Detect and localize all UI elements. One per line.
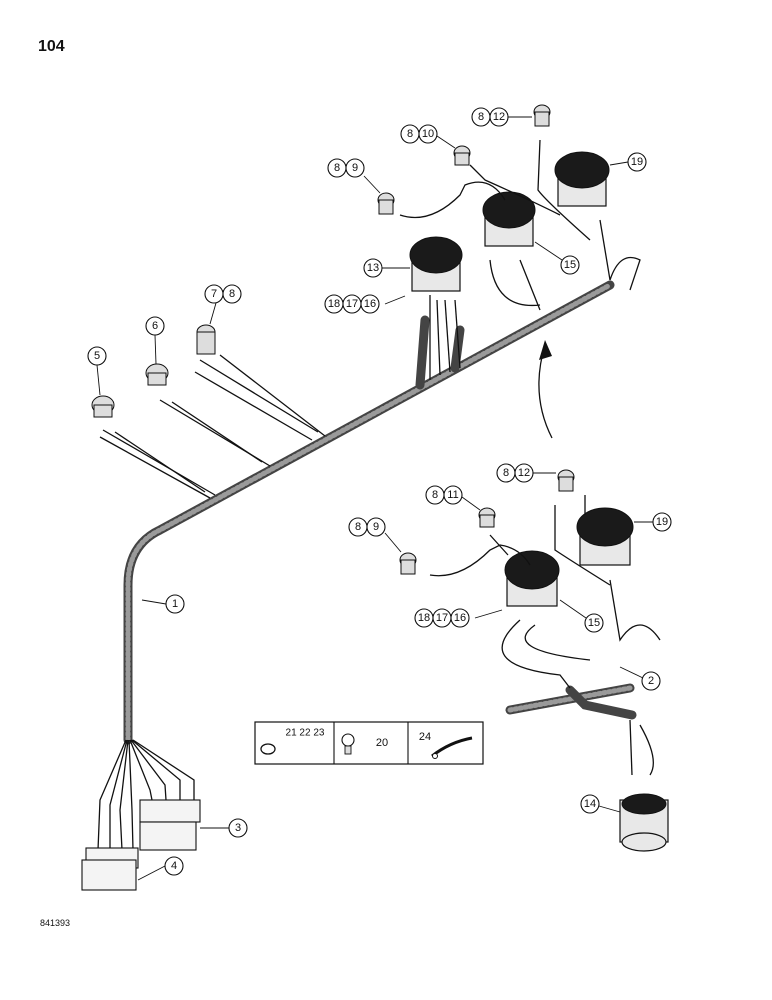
callout-19-upper: 19	[609, 152, 647, 172]
switch-7-8	[194, 324, 326, 441]
svg-text:12: 12	[518, 467, 530, 479]
callout-15-lower: 15	[559, 599, 604, 633]
svg-text:13: 13	[367, 262, 379, 274]
svg-text:11: 11	[447, 489, 458, 501]
callout-13: 13	[363, 258, 410, 278]
svg-text:9: 9	[352, 162, 358, 174]
svg-text:10: 10	[422, 128, 434, 140]
svg-text:8: 8	[478, 111, 484, 123]
callout-8-12-lower: 8 12	[496, 463, 556, 483]
callout-2: 2	[619, 666, 661, 691]
legend-cell2-label: 20	[376, 737, 388, 749]
washer-icon	[260, 743, 276, 755]
svg-text:7: 7	[211, 288, 217, 300]
svg-text:8: 8	[334, 162, 340, 174]
tail-wires	[97, 739, 195, 851]
callout-18-17-16-lower: 18 17 16	[414, 608, 503, 628]
callout-8-11: 8 11	[425, 485, 481, 511]
callout-18-17-16-upper: 18 17 16	[324, 294, 406, 314]
svg-text:16: 16	[454, 612, 466, 624]
svg-text:16: 16	[364, 298, 376, 310]
svg-text:1: 1	[172, 598, 178, 610]
callout-7-8: 7 8	[204, 284, 242, 325]
callout-8-10: 8 10	[400, 124, 456, 149]
svg-text:4: 4	[171, 860, 177, 872]
legend-box: 21 22 23 20 24	[254, 721, 484, 765]
callout-5: 5	[87, 346, 107, 396]
callout-8-12-upper: 8 12	[471, 107, 532, 127]
svg-text:12: 12	[493, 111, 505, 123]
callout-14: 14	[580, 794, 621, 814]
callout-15-upper: 15	[534, 241, 580, 275]
svg-text:8: 8	[407, 128, 413, 140]
connector-3	[139, 799, 201, 851]
transition-arrow	[538, 340, 553, 439]
svg-text:3: 3	[235, 822, 241, 834]
svg-text:8: 8	[355, 521, 361, 533]
svg-text:9: 9	[373, 521, 379, 533]
callout-8-9-lower: 8 9	[348, 517, 402, 553]
legend-cell3-label: 24	[419, 731, 431, 743]
switch-6	[145, 363, 271, 467]
callout-4: 4	[137, 856, 184, 881]
svg-text:17: 17	[346, 298, 358, 310]
svg-text:18: 18	[418, 612, 430, 624]
page-number: 104	[38, 38, 65, 55]
callout-1: 1	[141, 594, 185, 614]
svg-text:6: 6	[152, 320, 158, 332]
connector-4	[81, 847, 139, 891]
svg-text:15: 15	[588, 617, 600, 629]
upper-cluster	[377, 104, 641, 380]
lower-cluster	[399, 469, 669, 852]
svg-text:19: 19	[631, 156, 643, 168]
svg-text:18: 18	[328, 298, 340, 310]
callout-3: 3	[200, 818, 248, 838]
svg-text:14: 14	[584, 798, 596, 810]
svg-text:8: 8	[503, 467, 509, 479]
main-harness	[123, 280, 615, 745]
svg-text:5: 5	[94, 350, 100, 362]
bulb-icon	[341, 733, 355, 747]
legend-cell1-label: 21 22 23	[286, 728, 325, 739]
svg-text:8: 8	[432, 489, 438, 501]
svg-text:8: 8	[229, 288, 235, 300]
callout-6: 6	[145, 316, 165, 365]
svg-text:15: 15	[564, 259, 576, 271]
svg-text:17: 17	[436, 612, 448, 624]
figure-code: 841393	[40, 918, 71, 928]
switch-5	[91, 395, 216, 499]
callout-19-lower: 19	[634, 512, 672, 532]
callout-8-9-upper: 8 9	[327, 158, 381, 194]
svg-text:2: 2	[648, 675, 654, 687]
svg-text:19: 19	[656, 516, 668, 528]
